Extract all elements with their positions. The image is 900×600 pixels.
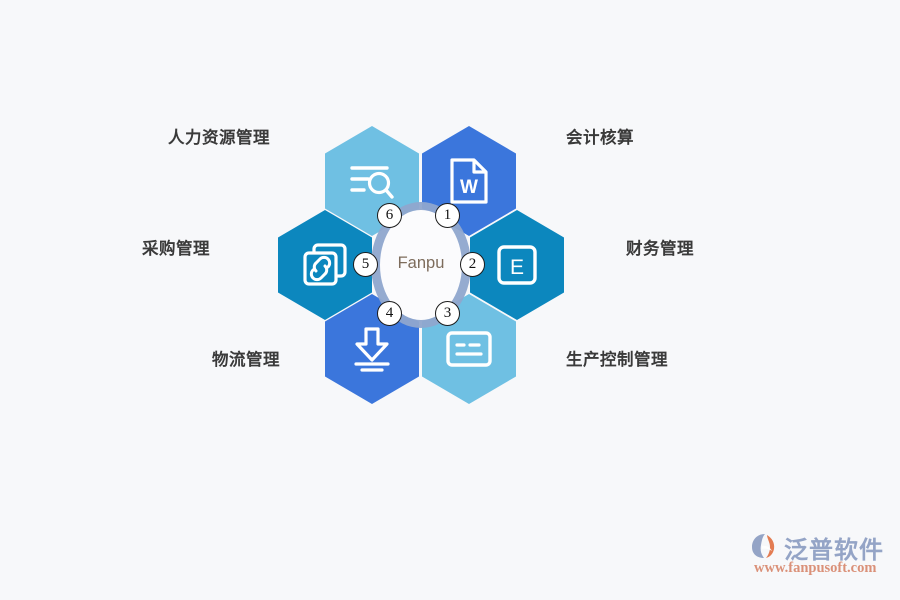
list-search-icon (347, 159, 397, 203)
badge-3[interactable]: 3 (435, 301, 460, 326)
word-document-icon: W (448, 157, 490, 205)
linked-pages-icon (301, 241, 349, 289)
svg-text:W: W (460, 177, 478, 198)
fanpu-logo-icon (750, 532, 782, 560)
module-label-human-resources: 人力资源管理 (168, 129, 270, 147)
svg-text:E: E (510, 256, 524, 279)
watermark-brand: 泛普软件 (784, 537, 884, 564)
module-label-procurement: 采购管理 (142, 240, 210, 258)
excel-letter-icon: E (495, 243, 539, 287)
module-label-production-control: 生产控制管理 (566, 351, 668, 369)
module-label-finance: 财务管理 (626, 240, 694, 258)
hub-brand-label: Fanpu (397, 254, 445, 272)
download-arrow-icon (349, 325, 395, 373)
badge-6[interactable]: 6 (377, 203, 402, 228)
form-card-icon (445, 329, 493, 369)
hexagon-cluster: W E (278, 120, 564, 410)
badge-4[interactable]: 4 (377, 301, 402, 326)
badge-5[interactable]: 5 (353, 252, 378, 277)
badge-1[interactable]: 1 (435, 203, 460, 228)
watermark-url: www.fanpusoft.com (754, 560, 877, 576)
module-label-logistics: 物流管理 (212, 351, 280, 369)
module-label-accounting: 会计核算 (566, 129, 634, 147)
badge-2[interactable]: 2 (460, 252, 485, 277)
watermark: 泛普软件 www.fanpusoft.com (748, 530, 888, 586)
